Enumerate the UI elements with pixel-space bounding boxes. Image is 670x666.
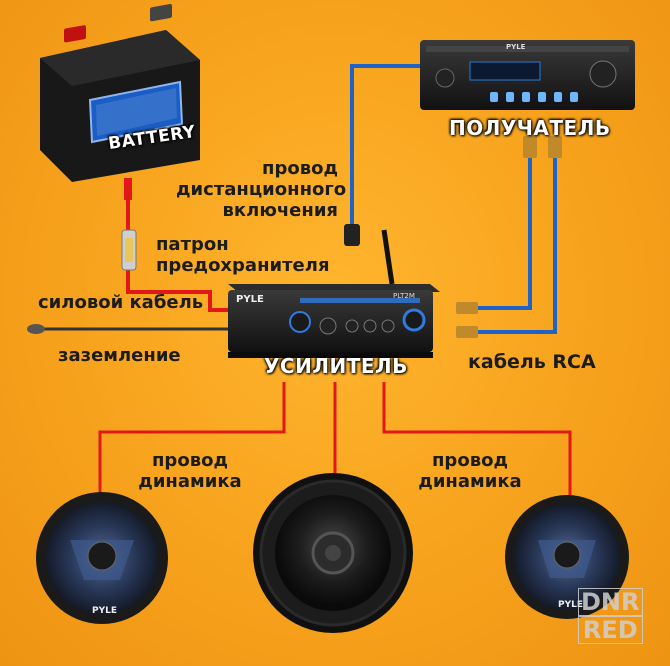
speaker-right-brand: PYLE (558, 600, 583, 610)
rca-cables (462, 150, 557, 334)
amplifier-model: PLT2M (393, 292, 415, 300)
remote-wire (350, 64, 420, 228)
rca-plug-right (548, 136, 562, 158)
amplifier-label: УСИЛИТЕЛЬ (264, 354, 408, 378)
watermark-line-2: RED (578, 616, 643, 644)
speaker-wire-right-line: динамика (418, 471, 522, 492)
amplifier (228, 229, 440, 358)
speaker-wire-right-label: провод динамика (408, 450, 532, 492)
watermark-line-1: DNR (578, 588, 643, 616)
fuse-label-line: предохранителя (156, 255, 330, 276)
battery (40, 3, 200, 182)
fuse-label-line: патрон (156, 234, 229, 255)
receiver (420, 40, 635, 110)
rca-plug-amp-2 (456, 326, 478, 338)
watermark: DNR RED (578, 588, 643, 644)
remote-wire-label-line: провод (262, 158, 338, 179)
amplifier-brand: PYLE (236, 294, 264, 305)
rca-plug-left (523, 136, 537, 158)
receiver-label: ПОЛУЧАТЕЛЬ (449, 116, 611, 140)
ground-label: заземление (58, 345, 181, 366)
power-terminal (124, 178, 132, 200)
fuse-label: патрон предохранителя (156, 234, 330, 276)
speaker-left-brand: PYLE (92, 606, 117, 616)
speaker-wire-left-line: динамика (138, 471, 242, 492)
remote-wire-connector (344, 224, 360, 246)
remote-wire-label-line: дистанционного (176, 179, 347, 200)
receiver-brand: PYLE (506, 43, 526, 51)
speaker-wire-right-line: провод (432, 450, 508, 471)
fuse (125, 238, 133, 262)
speaker-center (253, 473, 413, 633)
remote-wire-label: провод дистанционного включения (176, 158, 347, 221)
remote-wire-label-line: включения (222, 200, 338, 221)
rca-plug-amp-1 (456, 302, 478, 314)
speaker-left (36, 492, 168, 624)
ground-terminal (27, 324, 45, 334)
speaker-wire-left-label: провод динамика (128, 450, 252, 492)
speaker-wires (98, 382, 572, 520)
power-cable-label: силовой кабель (38, 292, 204, 313)
speaker-wire-left-line: провод (152, 450, 228, 471)
rca-label: кабель RCA (468, 351, 596, 373)
